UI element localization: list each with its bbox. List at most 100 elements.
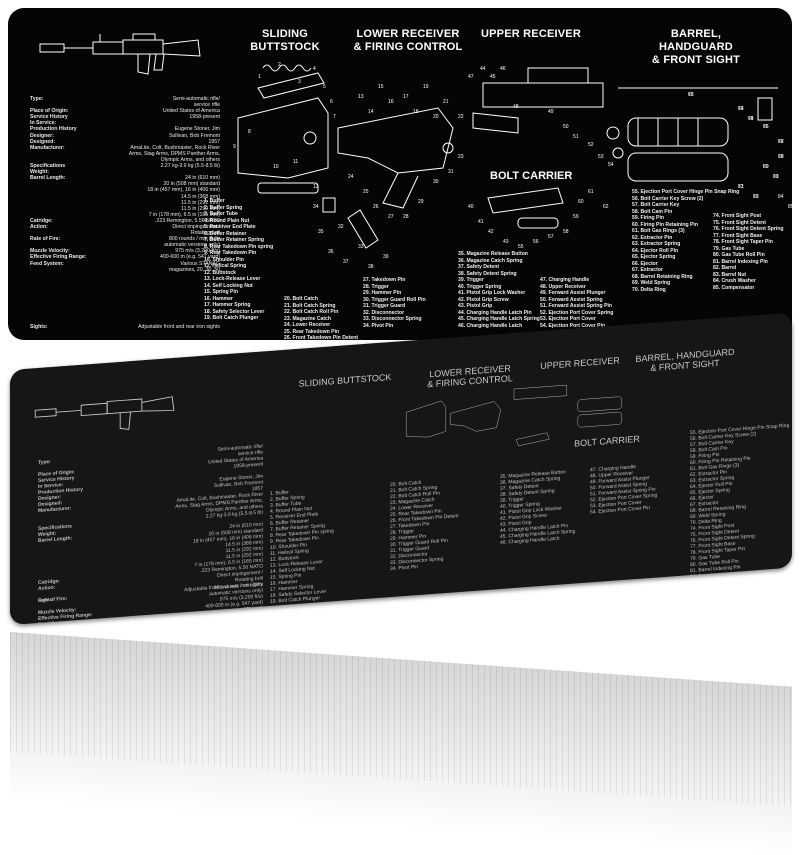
part-item: 49. Forward Assist Plunger bbox=[540, 290, 606, 296]
part-callout-number: 35 bbox=[318, 229, 324, 235]
spec-label: Muzzle Velocity: bbox=[30, 248, 70, 255]
spec-label: Service History In Service: bbox=[30, 114, 68, 127]
reflection-ghost bbox=[10, 632, 792, 807]
part-callout-number: 47 bbox=[468, 74, 474, 80]
part-callout-number: 48 bbox=[513, 104, 519, 110]
part-callout-number: 75 bbox=[748, 116, 754, 122]
spec-value: 975 m/s (3,200 ft/s) bbox=[175, 248, 220, 255]
part-item: 54. Ejection Port Cover Pin bbox=[540, 322, 606, 329]
part-callout-number: 26 bbox=[373, 204, 379, 210]
part-item: 68. Barrel Retaining Ring bbox=[632, 273, 693, 280]
part-item: 56. Bolt Carrier Key Screw (2) bbox=[632, 195, 704, 202]
spec-row: Action:Direct impingement / Rotating bol… bbox=[30, 224, 220, 236]
spec-label: Production History Designer: bbox=[30, 126, 77, 139]
part-item: 78. Front Sight Taper Pin bbox=[713, 239, 773, 245]
part-callout-number: 64 bbox=[748, 116, 754, 122]
part-callout-number: 72 bbox=[753, 194, 759, 200]
spec-label: Barrel Length: bbox=[38, 535, 73, 544]
part-callout-number: 63 bbox=[738, 106, 744, 112]
spec-label: Type: bbox=[30, 96, 44, 102]
part-item: 21. Bolt Catch Spring bbox=[284, 302, 336, 309]
part-callout-number: 15 bbox=[378, 84, 384, 90]
part-item: 67. Extractor bbox=[632, 267, 663, 273]
part-item: 84. Crush Washer bbox=[713, 278, 756, 284]
spec-row: Type:Semi-automatic rifle/ service rifle bbox=[30, 96, 220, 108]
part-callout-number: 24 bbox=[348, 174, 354, 180]
part-callout-number: 49 bbox=[548, 109, 554, 115]
part-item: 14. Self Locking Nut bbox=[204, 282, 253, 289]
spec-value: 400-600 m (e.g. 547 yard) bbox=[160, 254, 220, 261]
spec-list: Type:Semi-automatic rifle/ service rifle… bbox=[30, 96, 220, 273]
part-item: 31. Trigger Guard bbox=[363, 303, 406, 309]
spec-value: .223 Remington, 5.56 NATO bbox=[155, 217, 220, 224]
part-callout-number: 70 bbox=[773, 174, 779, 180]
part-item: 13. Lock-Release Lever bbox=[204, 276, 261, 282]
part-callout-number: 74 bbox=[738, 106, 744, 112]
part-item: 40. Trigger Spring bbox=[458, 283, 502, 290]
part-callout-number: 16 bbox=[388, 99, 394, 105]
part-callout-number: 22 bbox=[458, 114, 464, 120]
spec-value: 1957 bbox=[208, 138, 220, 145]
part-callout-number: 19 bbox=[423, 84, 429, 90]
part-item: 61. Bolt Gas Rings (3) bbox=[632, 228, 685, 234]
spec-value: Various STANAG magazines, 20, 30, 50 bbox=[213, 605, 263, 622]
spec-value: AmaLite, Colt, Bushmaster, Rock River Ar… bbox=[128, 144, 220, 163]
part-callout-number: 30 bbox=[433, 179, 439, 185]
part-callout-number: 54 bbox=[608, 162, 614, 168]
part-item: 39. Trigger bbox=[458, 277, 484, 283]
part-item: 10. Shoulder Pin bbox=[204, 256, 244, 263]
spec-value: 800 rounds / min (fully automatic versio… bbox=[164, 236, 220, 249]
spec-row: Feed System:Various STANAG magazines, 20… bbox=[30, 261, 220, 273]
part-callout-number: 59 bbox=[573, 214, 579, 220]
bottom-part-item: 83. Barrel Nut bbox=[690, 577, 721, 587]
part-item: 76. Front Sight Detent Spring bbox=[713, 226, 784, 232]
part-callout-number: 71 bbox=[738, 184, 744, 190]
part-item: 42. Pistol Grip Screw bbox=[458, 296, 509, 303]
bottom-mat-photo: SLIDING BUTTSTOCK LOWER RECEIVER & FIRIN… bbox=[10, 312, 792, 625]
part-callout-number: 10 bbox=[273, 164, 279, 170]
part-callout-number: 5 bbox=[323, 84, 326, 90]
spec-label: Type: bbox=[38, 458, 51, 466]
part-item: 30. Trigger Guard Roll Pin bbox=[363, 296, 426, 303]
part-callout-number: 62 bbox=[603, 204, 609, 210]
part-callout-number: 81 bbox=[773, 174, 779, 180]
part-item: 27. Takedown Pin bbox=[363, 277, 406, 283]
rifle-silhouette-icon bbox=[39, 33, 201, 75]
part-callout-number: 7 bbox=[333, 114, 336, 120]
spec-label: Rate of Fire: bbox=[30, 236, 61, 243]
part-callout-number: 38 bbox=[368, 264, 374, 270]
spec-value: Direct impingement / Rotating bolt bbox=[172, 223, 220, 237]
part-item: 45. Charging Handle Latch Spring bbox=[458, 316, 540, 322]
part-callout-number: 11 bbox=[293, 159, 298, 165]
part-callout-number: 6 bbox=[330, 99, 333, 105]
mat-reflection bbox=[10, 632, 792, 855]
part-callout-number: 57 bbox=[548, 234, 554, 240]
part-item: 34. Pivot Pin bbox=[363, 322, 394, 329]
sights-row: Sights: Adjustable front and rear iron s… bbox=[30, 324, 220, 330]
part-callout-number: 78 bbox=[778, 139, 784, 145]
bottom-sights-label: Sights: bbox=[38, 596, 54, 604]
spec-row: Manufacturer:AmaLite, Colt, Bushmaster, … bbox=[30, 145, 220, 163]
part-item: 20. Bolt Catch bbox=[284, 296, 318, 302]
part-callout-number: 32 bbox=[338, 224, 344, 230]
part-callout-number: 58 bbox=[563, 229, 569, 235]
part-item: 50. Forward Assist Spring bbox=[540, 296, 603, 303]
part-callout-number: 40 bbox=[468, 204, 474, 210]
part-callout-number: 17 bbox=[403, 94, 409, 100]
bottom-parts-column-5: 55. Ejection Port Cover Hinge Pin Snap R… bbox=[690, 423, 789, 598]
spec-row: Barrel Length:24 in (610 mm) 20 in (508 … bbox=[30, 175, 220, 218]
part-item: 25. Rear Takedown Pin bbox=[284, 328, 340, 335]
part-item: 6. Buffer Retainer bbox=[204, 230, 247, 237]
spec-label: Barrel Length: bbox=[30, 175, 66, 182]
part-callout-number: 1 bbox=[258, 74, 261, 80]
header-barrel-handguard: BARREL, HANDGUARD & FRONT SIGHT bbox=[651, 28, 741, 66]
part-callout-number: 53 bbox=[598, 154, 604, 160]
sights-value: Adjustable front and rear iron sights bbox=[138, 324, 220, 330]
part-item: 70. Delta Ring bbox=[632, 286, 666, 293]
